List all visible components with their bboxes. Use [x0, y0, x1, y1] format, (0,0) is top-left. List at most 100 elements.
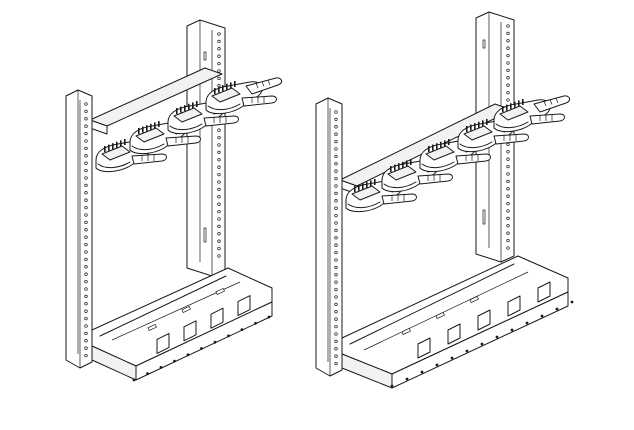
basket-hole: [465, 349, 469, 353]
mounting-hole: [334, 110, 338, 114]
mounting-hole: [84, 324, 88, 328]
basket-hole: [159, 366, 163, 369]
mounting-hole: [334, 162, 338, 166]
rack-right-cable-basket: [341, 255, 574, 389]
mounting-hole: [84, 353, 88, 358]
mounting-hole: [84, 331, 88, 336]
mounting-hole: [84, 131, 88, 136]
mounting-hole: [506, 216, 510, 221]
mounting-hole: [84, 294, 88, 299]
mounting-hole: [334, 258, 338, 262]
mounting-hole: [334, 191, 338, 196]
mounting-hole: [506, 150, 510, 154]
mounting-hole: [217, 76, 221, 81]
mounting-hole: [334, 287, 338, 292]
mounting-hole: [506, 24, 510, 28]
mounting-hole: [334, 347, 338, 351]
basket-hole: [200, 347, 203, 350]
basket-hole: [227, 334, 230, 338]
mounting-hole: [334, 243, 338, 247]
rack-left-top-rail: [89, 67, 223, 135]
mounting-hole: [334, 125, 338, 129]
mounting-hole: [84, 250, 88, 254]
mounting-hole: [506, 224, 510, 228]
mounting-hole: [217, 135, 221, 140]
basket-hole: [267, 315, 271, 319]
mounting-hole: [84, 287, 88, 291]
mounting-hole: [84, 265, 88, 269]
mounting-hole: [84, 228, 88, 232]
mounting-hole: [506, 238, 510, 243]
rack-left-cable-basket: [91, 267, 273, 382]
mounting-hole: [217, 254, 221, 258]
basket-hole: [146, 372, 149, 376]
mounting-hole: [217, 180, 221, 184]
mounting-hole: [334, 354, 338, 358]
mounting-hole: [84, 346, 88, 350]
mounting-hole: [334, 273, 338, 277]
mounting-hole: [84, 154, 88, 158]
mounting-hole: [506, 157, 510, 161]
basket-hole: [495, 335, 499, 339]
mounting-hole: [334, 317, 338, 321]
mounting-hole: [84, 272, 88, 276]
mounting-hole: [506, 187, 510, 191]
mounting-hole: [506, 142, 510, 147]
mounting-hole: [506, 209, 510, 213]
basket-hole: [435, 363, 439, 367]
basket-hole: [213, 340, 217, 344]
basket-divider: [210, 307, 224, 329]
rack-left-back-upright: [186, 19, 226, 277]
mounting-hole: [84, 198, 88, 202]
mounting-hole: [217, 202, 221, 206]
basket-divider: [183, 320, 197, 342]
mounting-hole: [84, 168, 88, 173]
rack-right: [315, 11, 574, 389]
basket-hole: [390, 384, 394, 388]
basket-hole: [510, 328, 514, 332]
mounting-hole: [334, 361, 338, 366]
mounting-hole: [506, 61, 510, 65]
basket-divider: [477, 309, 491, 331]
mounting-hole: [334, 184, 338, 188]
mounting-hole: [84, 102, 88, 106]
mounting-hole: [334, 147, 338, 151]
mounting-hole: [334, 310, 338, 314]
mounting-hole: [334, 206, 338, 210]
basket-divider: [417, 337, 431, 359]
basket-hole: [570, 300, 574, 304]
mounting-hole: [217, 239, 221, 243]
basket-hole: [240, 328, 244, 331]
mounting-hole: [217, 172, 221, 177]
mounting-hole: [334, 302, 338, 307]
mounting-hole: [506, 39, 510, 43]
mounting-hole: [334, 250, 338, 255]
mounting-hole: [506, 46, 510, 50]
basket-hole: [420, 370, 424, 374]
splice-tray: [493, 95, 571, 133]
mounting-hole: [334, 332, 338, 336]
mounting-hole: [217, 128, 221, 132]
mounting-hole: [84, 279, 88, 284]
mounting-hole: [334, 339, 338, 344]
mounting-hole: [506, 164, 510, 169]
mounting-hole: [506, 201, 510, 206]
mounting-hole: [84, 109, 88, 114]
basket-divider: [447, 323, 461, 345]
mounting-hole: [84, 176, 88, 180]
mounting-hole: [334, 176, 338, 181]
mounting-hole: [506, 98, 510, 102]
rack-right-front-upright: [315, 97, 343, 377]
mounting-hole: [84, 242, 88, 247]
basket-hole: [540, 314, 544, 318]
rack-left-front-upright: [65, 89, 93, 369]
mounting-hole: [506, 231, 510, 235]
mounting-hole: [217, 32, 221, 36]
mounting-hole: [334, 295, 338, 299]
mounting-hole: [334, 139, 338, 144]
mounting-hole: [217, 224, 221, 229]
basket-hole: [132, 378, 136, 382]
mounting-hole: [334, 154, 338, 159]
mounting-hole: [217, 61, 221, 66]
basket-divider: [156, 332, 170, 354]
